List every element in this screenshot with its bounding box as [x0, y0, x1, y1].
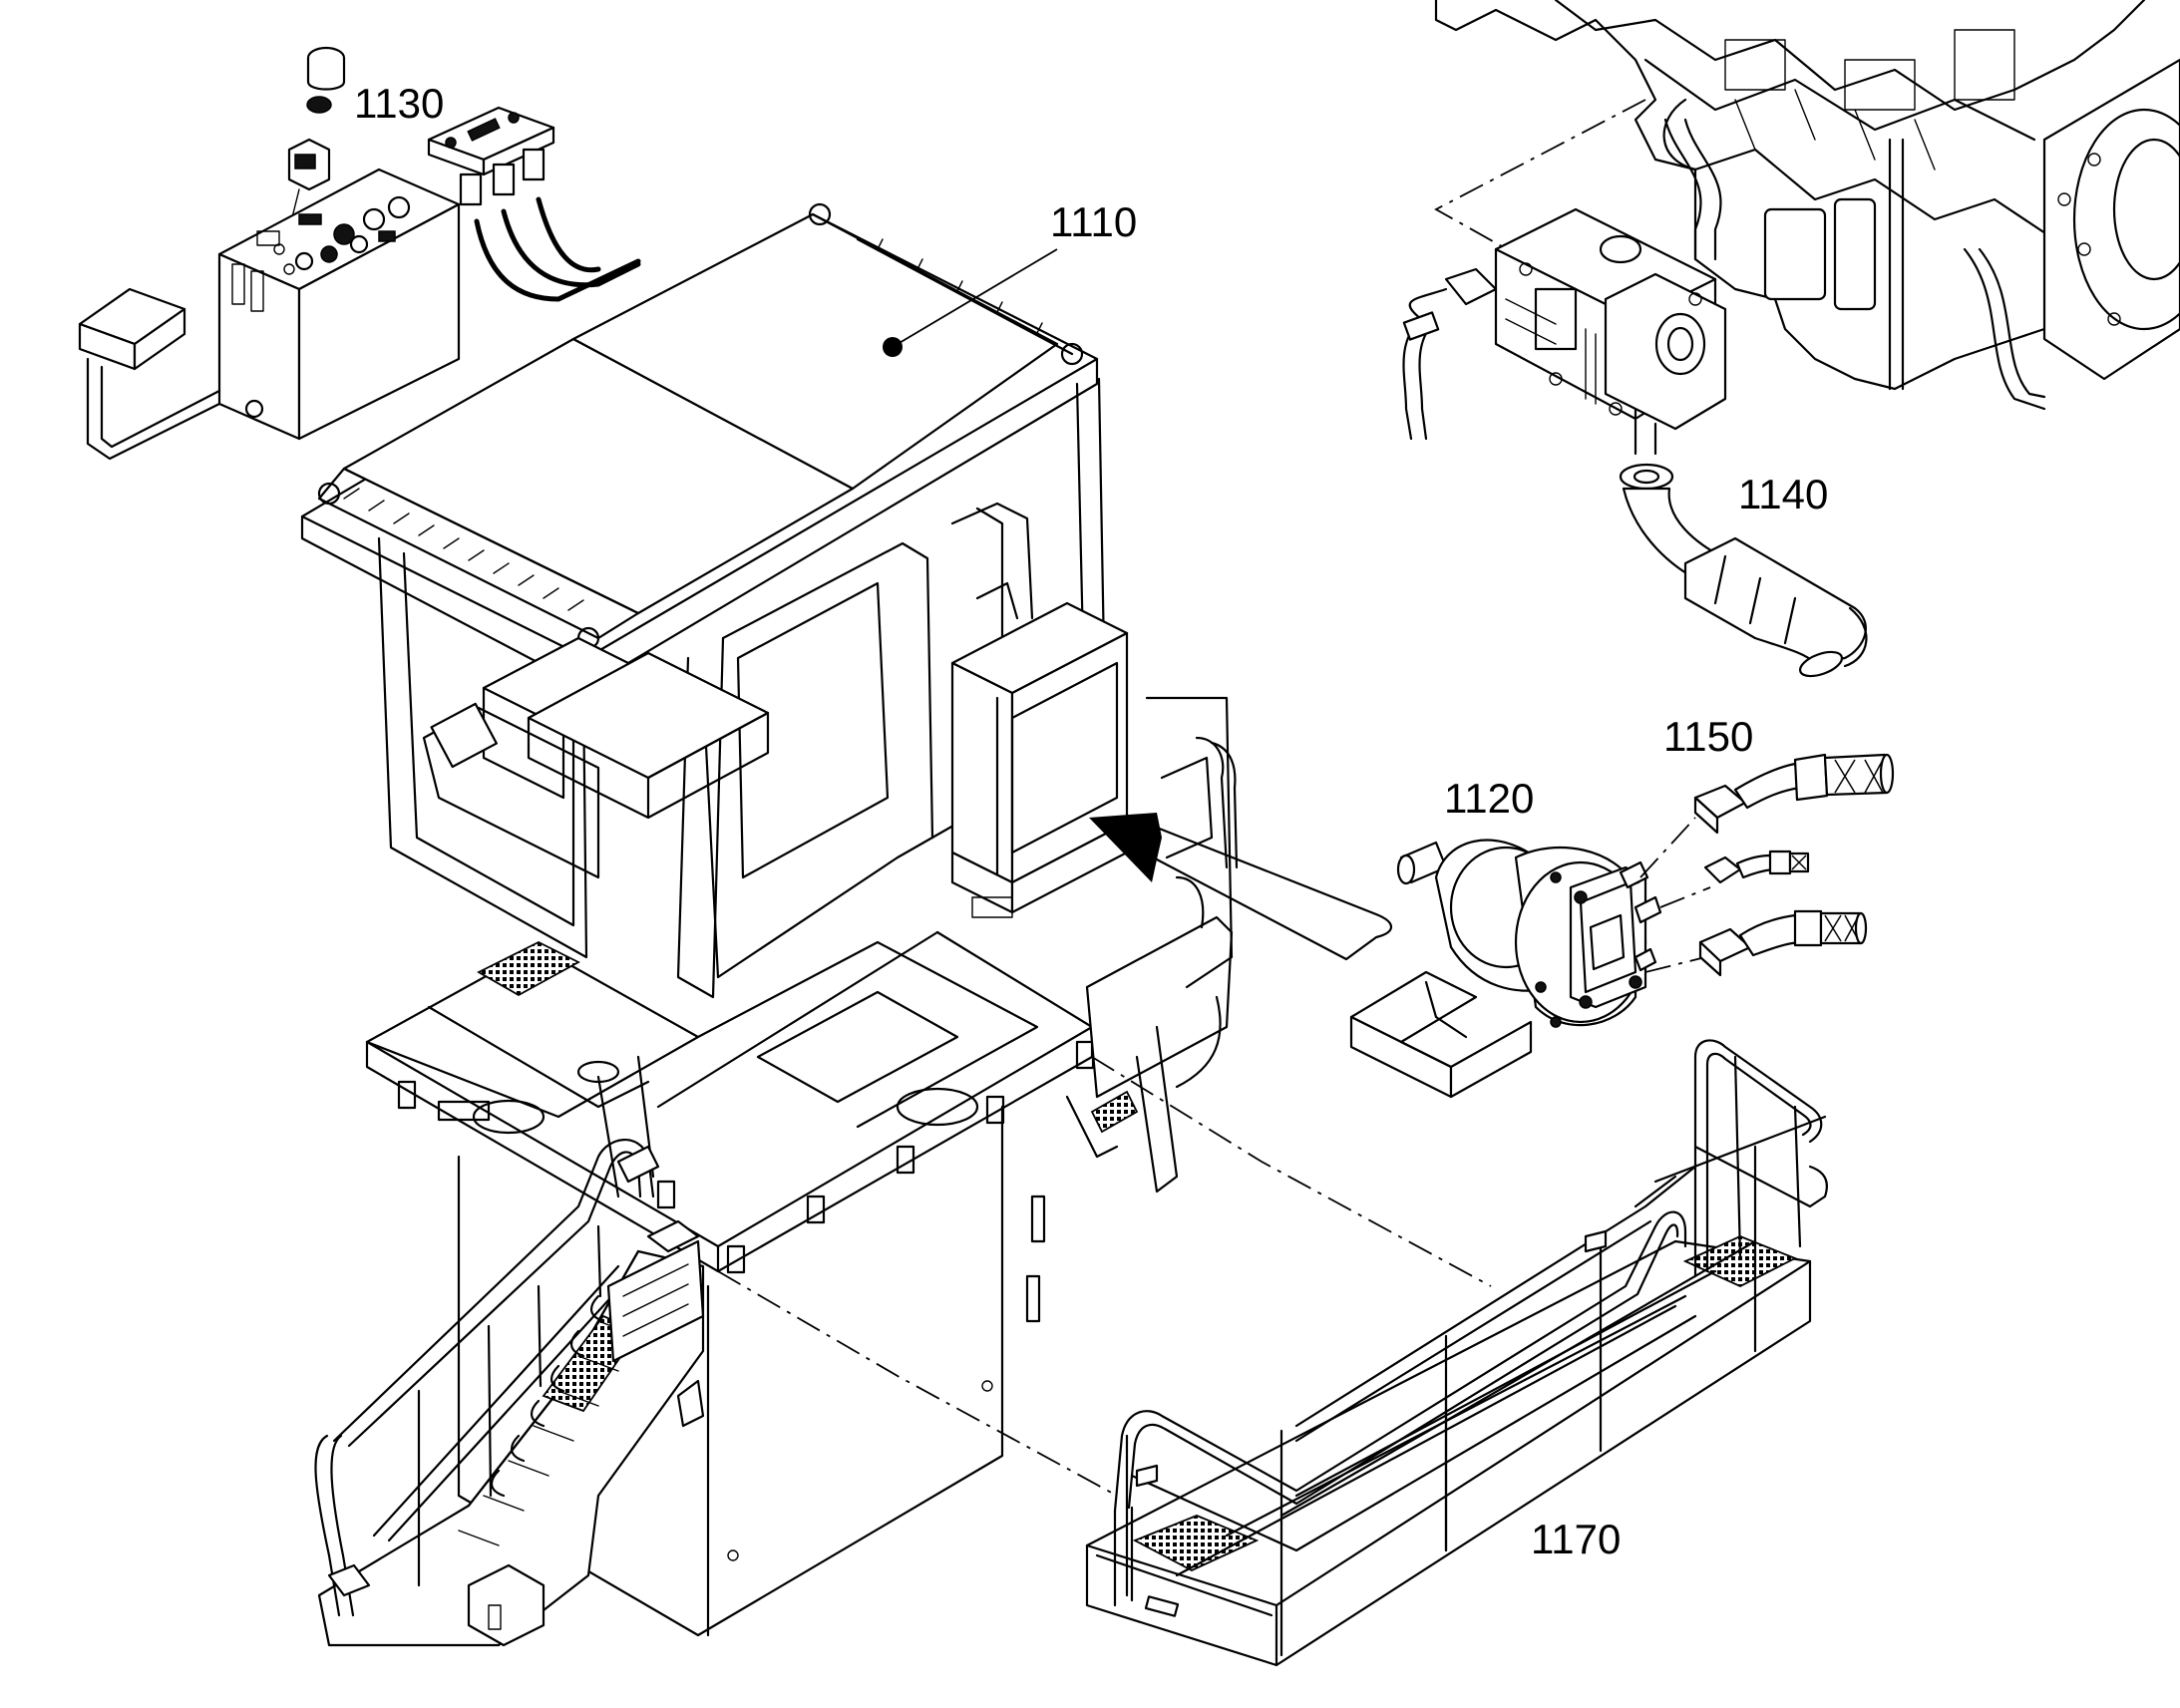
assembly-line-pump — [1434, 99, 1646, 255]
engine-assembly — [1434, 0, 2180, 411]
label-1140: 1140 — [1738, 471, 1828, 517]
assembly-line-platform-rear — [1091, 1056, 1492, 1287]
label-1110: 1110 — [1050, 198, 1137, 245]
direction-arrow — [1089, 813, 1393, 961]
platform-railing-1170 — [1085, 1039, 1828, 1667]
hydraulic-motor-1120 — [1349, 839, 1662, 1099]
hydraulic-pump — [1402, 207, 1727, 456]
display-unit — [950, 601, 1129, 918]
leader-lines — [892, 248, 1058, 348]
label-1120: 1120 — [1444, 775, 1534, 822]
main-frame — [365, 696, 1239, 1637]
hose-fittings-1150 — [1639, 753, 1895, 977]
control-panel-1130 — [78, 46, 641, 461]
label-1150: 1150 — [1663, 713, 1753, 760]
cab-1110 — [300, 202, 1109, 999]
leader-1110 — [892, 248, 1058, 348]
label-1170: 1170 — [1531, 1516, 1621, 1562]
label-1130: 1130 — [354, 80, 444, 127]
pump-suction-hose-1140 — [1619, 463, 1868, 678]
assembly-line-platform-front — [717, 1270, 1118, 1497]
access-stairs — [314, 1139, 705, 1647]
